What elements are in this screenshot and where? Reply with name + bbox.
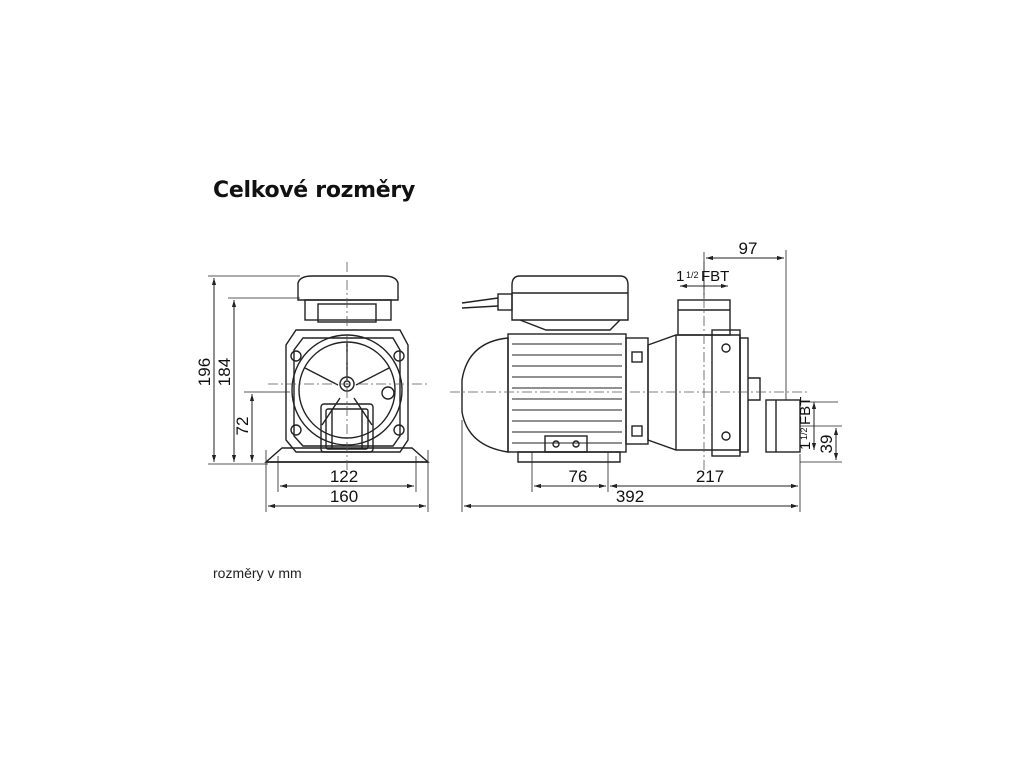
inlet-thread-unit: FBT [797, 397, 814, 425]
outlet-thread-label: 1 1/2 FBT [676, 268, 729, 285]
inlet-thread-label: 1 1/2 FBT [797, 397, 814, 450]
inlet-thread-fraction: 1/2 [799, 427, 809, 440]
dim-97: 97 [739, 239, 758, 258]
dim-39: 39 [817, 435, 836, 454]
dim-160: 160 [330, 487, 358, 506]
side-view [461, 275, 801, 463]
dim-196: 196 [195, 358, 214, 386]
units-note: rozměry v mm [213, 565, 302, 581]
dim-392: 392 [616, 487, 644, 506]
dim-72: 72 [233, 417, 252, 436]
outlet-thread-fraction: 1/2 [686, 270, 699, 280]
outlet-thread-unit: FBT [701, 268, 729, 285]
dim-184: 184 [215, 358, 234, 386]
dim-217: 217 [696, 467, 724, 486]
dim-122: 122 [330, 467, 358, 486]
outlet-thread-whole: 1 [676, 268, 684, 285]
page-title: Celkové rozměry [213, 178, 415, 203]
inlet-thread-whole: 1 [797, 442, 814, 450]
dim-76: 76 [569, 467, 588, 486]
